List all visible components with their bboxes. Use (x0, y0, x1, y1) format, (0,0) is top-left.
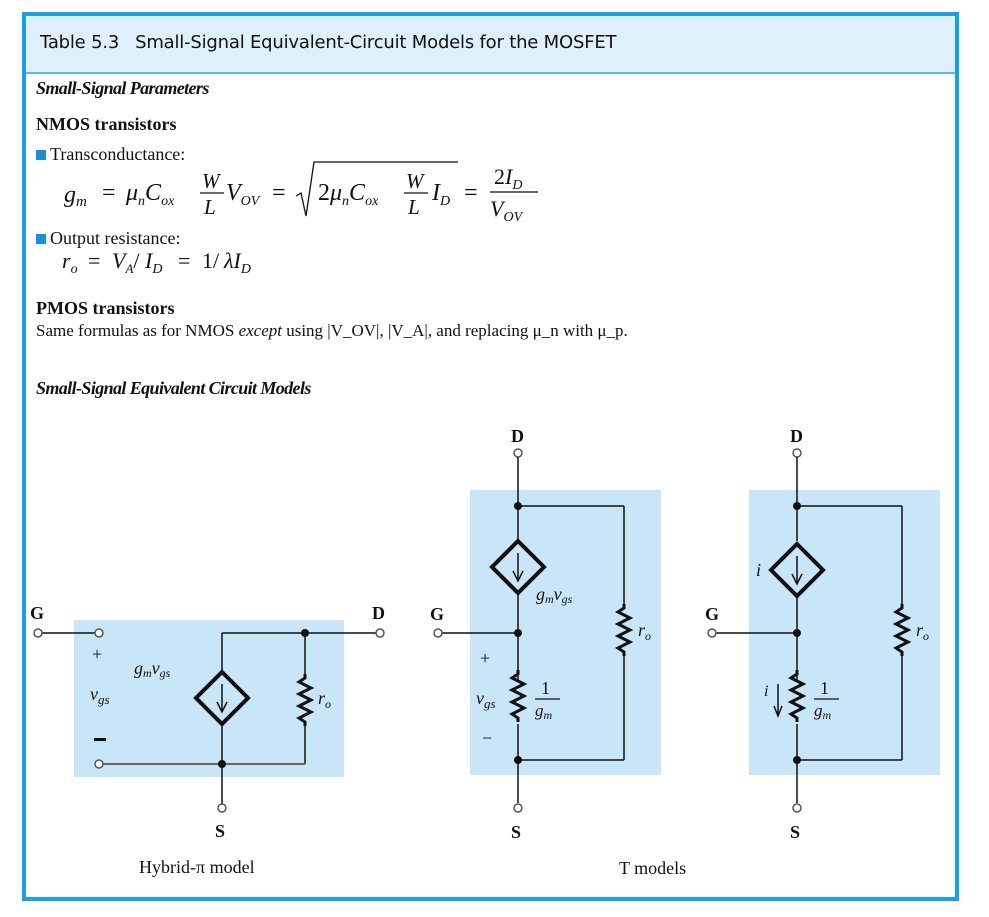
pmos-description: Same formulas as for NMOS except using |… (36, 321, 628, 340)
t-models-caption: T models (619, 858, 687, 878)
nmos-heading: NMOS transistors (36, 114, 177, 134)
svg-text:i: i (764, 683, 768, 700)
svg-text:=: = (88, 248, 100, 273)
hybrid-pi-background (74, 620, 344, 777)
output-resistance-item: Output resistance: (36, 228, 180, 249)
svg-text:μnCox: μnCox (125, 180, 175, 209)
small-signal-parameters-heading: Small-Signal Parameters (36, 78, 209, 98)
source-terminal (217, 803, 227, 813)
plus-sign: + (92, 644, 102, 664)
hybrid-pi-model: G D S + vgs gmvgs ro (30, 603, 385, 841)
svg-text:1: 1 (820, 678, 829, 698)
transconductance-fraction: 2ID VOV (490, 164, 538, 225)
table-title-text: Small-Signal Equivalent-Circuit Models f… (135, 32, 617, 53)
svg-text:=: = (102, 180, 116, 206)
svg-text:W: W (406, 169, 426, 193)
drain-label: D (372, 603, 385, 623)
svg-text:D: D (790, 426, 803, 446)
svg-text:−: − (482, 728, 492, 748)
hybrid-pi-caption: Hybrid-π model (139, 857, 255, 877)
svg-text:=: = (178, 248, 190, 273)
transconductance-formula: gm = μnCox W L VOV = 2 μnCox W L ID = (64, 161, 478, 219)
source-label: S (215, 821, 225, 841)
svg-text:G: G (430, 604, 444, 624)
bullet-icon (36, 234, 46, 244)
svg-text:1/: 1/ (202, 248, 220, 273)
transconductance-item: Transconductance: (36, 144, 185, 165)
table-number: Table 5.3 (40, 32, 120, 53)
output-resistance-formula: ro = VA/ ID = 1/ λID (62, 248, 251, 277)
transconductance-label: Transconductance: (50, 144, 186, 164)
svg-text:W: W (202, 169, 222, 193)
gate-label: G (30, 603, 44, 623)
svg-text:=: = (464, 180, 478, 206)
svg-text:S: S (790, 822, 800, 842)
svg-text:i: i (756, 560, 761, 580)
output-resistance-label: Output resistance: (50, 228, 181, 248)
table-header: Table 5.3 Small-Signal Equivalent-Circuit… (26, 16, 955, 74)
svg-text:S: S (511, 822, 521, 842)
t-model-b: D G S i ro i 1 gm (705, 426, 940, 842)
bullet-icon (36, 150, 46, 160)
drain-terminal (375, 628, 385, 638)
gate-terminal (33, 628, 43, 638)
t-model-a: D G S gmvgs ro + vgs − 1 gm (430, 426, 661, 842)
svg-text:=: = (272, 180, 286, 206)
circuit-models-heading: Small-Signal Equivalent Circuit Models (36, 378, 311, 398)
svg-text:L: L (407, 195, 420, 219)
svg-text:G: G (705, 604, 719, 624)
svg-text:L: L (203, 195, 216, 219)
minus-sign (94, 738, 106, 741)
table-title: Table 5.3 Small-Signal Equivalent-Circuit… (40, 32, 617, 53)
pmos-heading: PMOS transistors (36, 298, 175, 318)
svg-text:D: D (511, 426, 524, 446)
svg-text:1: 1 (541, 678, 550, 698)
svg-text:2: 2 (318, 180, 330, 206)
svg-text:+: + (480, 648, 490, 668)
